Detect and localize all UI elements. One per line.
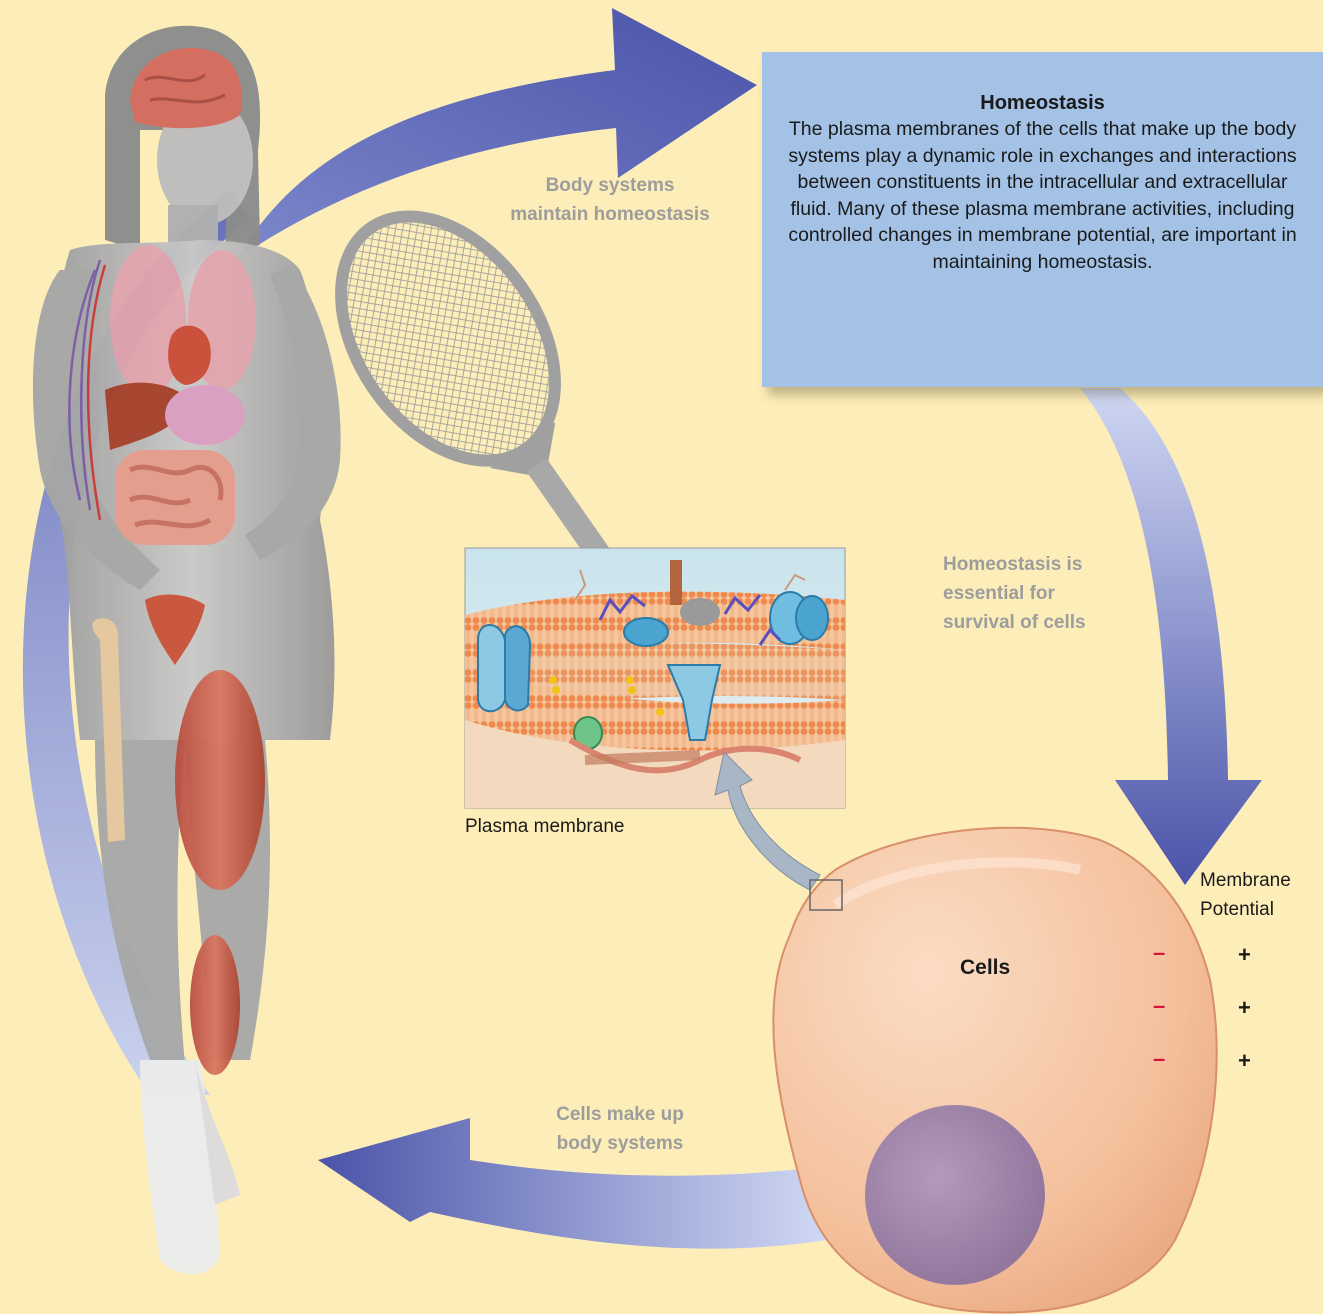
label-line: essential for	[943, 579, 1203, 608]
label-line: body systems	[520, 1129, 720, 1158]
plasma-membrane-caption: Plasma membrane	[465, 816, 624, 838]
homeostasis-title: Homeostasis	[780, 90, 1305, 116]
plus-sign: +	[1238, 995, 1251, 1021]
label-body-systems-maintain: Body systems maintain homeostasis	[470, 171, 750, 229]
label-line: maintain homeostasis	[470, 200, 750, 229]
label-homeostasis-essential: Homeostasis is essential for survival of…	[943, 550, 1203, 637]
cells-label: Cells	[960, 956, 1010, 980]
label-line: Cells make up	[520, 1100, 720, 1129]
homeostasis-info-box: Homeostasis The plasma membranes of the …	[762, 52, 1323, 387]
minus-sign: –	[1153, 993, 1165, 1019]
membrane-potential-label: Membrane Potential	[1200, 866, 1291, 924]
label-line: Membrane	[1200, 866, 1291, 895]
label-line: survival of cells	[943, 608, 1203, 637]
nucleus	[865, 1105, 1045, 1285]
label-line: Homeostasis is	[943, 550, 1203, 579]
homeostasis-description: The plasma membranes of the cells that m…	[780, 116, 1305, 276]
plasma-membrane-illustration	[465, 548, 845, 808]
label-line: Body systems	[470, 171, 750, 200]
minus-sign: –	[1153, 1046, 1165, 1072]
minus-sign: –	[1153, 940, 1165, 966]
plus-sign: +	[1238, 942, 1251, 968]
plus-sign: +	[1238, 1048, 1251, 1074]
label-line: Potential	[1200, 895, 1291, 924]
label-cells-make-up: Cells make up body systems	[520, 1100, 720, 1158]
